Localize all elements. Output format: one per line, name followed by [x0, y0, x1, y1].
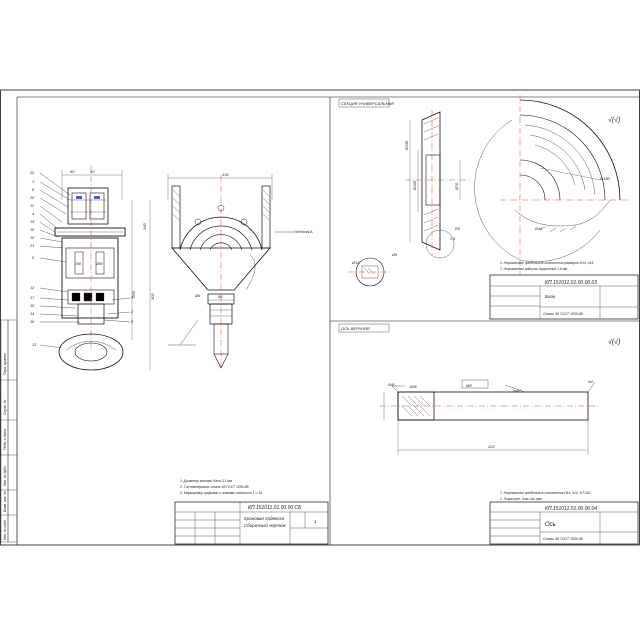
dim-label: 302: [150, 293, 155, 300]
assembly-side-view: 130 95 Ø6 Sectional A: [167, 172, 313, 370]
margin-label: Справ. №: [3, 399, 7, 415]
dim-label: Ø6: [391, 253, 398, 257]
margin-label: Подп. и дата: [3, 429, 7, 450]
dim-label: 140: [142, 223, 147, 230]
dim-label: Ø6: [194, 293, 201, 298]
balloon-number: 12: [30, 286, 35, 290]
balloon-number: 16: [30, 320, 35, 324]
dim-label: 40: [90, 169, 95, 174]
dim-label: 1х45°: [512, 389, 522, 393]
note-line: 2. Покрытие: Хим.Окс.прм: [499, 497, 542, 501]
drawing-code: КП.151011.01.00.00.СБ: [248, 505, 302, 511]
drawing-material: Сталь 45 ГОСТ 1050-88: [543, 312, 583, 316]
dim-label: Ø150: [405, 140, 409, 151]
balloon-number: 21: [29, 244, 34, 248]
margin-stamp: Перв. примен. Справ. № Подп. и дата Инв.…: [0, 319, 18, 543]
axle-drawing: ОСЬ ВЕРХНЯЯ √(√) Ø40 Ø45 M8 1х45° Ø4 222…: [338, 323, 639, 545]
drawing-code: КП.151011.01.00.00.03: [545, 280, 597, 286]
balloon-number: 13: [32, 343, 37, 347]
dim-label: Ø180: [599, 176, 611, 181]
drawing-material: Сталь 45 ГОСТ 1050-88: [543, 537, 583, 541]
balloon-number: 5: [32, 256, 35, 260]
dim-label: Ø45: [409, 385, 417, 389]
outer-frame: [0, 89, 640, 546]
dim-label: R5: [455, 227, 461, 231]
balloon-number: 11: [30, 204, 34, 208]
note-line: 2. Неуказанные радиусы скруглений 1,6 мм: [499, 267, 568, 271]
note-line: 1. Диаметр головки бала 3,1 мм: [180, 479, 233, 483]
margin-label: Взам. инв. №: [3, 491, 7, 512]
drawing-code: КП.151011.01.00.00.04: [545, 506, 597, 512]
dim-label: Ø40: [387, 383, 395, 387]
drawing-title: Ось: [545, 522, 556, 528]
balloon-number: 14: [30, 312, 34, 316]
roughness-symbol: √(√): [608, 116, 620, 124]
dim-label: 95: [218, 294, 223, 299]
margin-label: Перв. примен.: [3, 352, 7, 375]
pulley-drawing: СЕКЦИЯ УНИВЕРСАЛЬНАЯ √(√) Ø150 Ø100 Ø70 …: [338, 95, 639, 320]
note-line: 1. Неуказанные предельные отклонения раз…: [500, 261, 594, 265]
dim-label: 208: [74, 262, 81, 266]
dim-label: Ø90: [95, 262, 103, 266]
section-callout: Sectional A: [295, 230, 313, 234]
balloon-number: 19: [30, 220, 35, 224]
left-technical-notes: 1. Диаметр головки бала 3,1 мм 2. Тип ма…: [179, 479, 262, 495]
margin-label: Инв. № подл.: [3, 519, 7, 540]
dim-label: M8: [466, 383, 472, 388]
drawing-title: Крановая подвеска: [244, 516, 285, 521]
balloon-number: 4: [32, 212, 34, 216]
title-block-left: КП.151011.01.00.00.СБ Крановая подвеска …: [174, 501, 329, 545]
dim-label: Ø40: [534, 227, 543, 231]
assembly-front-view: 60 40 208 Ø90 205 140: [29, 165, 155, 371]
balloon-number: 3: [131, 296, 134, 300]
sheet-count: 1: [314, 519, 317, 524]
roughness-symbol: √(√): [608, 338, 620, 346]
balloon-number: 17: [30, 296, 35, 300]
balloon-leaders: [39, 172, 131, 349]
balloon-number: 2: [130, 310, 134, 314]
balloon-number: 20: [29, 196, 35, 200]
note-line: 1. Неуказанные предельные отклонения H14…: [500, 491, 591, 495]
dim-label: 205: [131, 291, 136, 299]
margin-label: Инв. № дубл.: [3, 465, 7, 486]
balloon-number: 8: [32, 188, 35, 192]
dim-label: Ø100: [413, 180, 417, 191]
balloon-number: 18: [30, 228, 35, 232]
dim-label: 130: [222, 172, 229, 177]
note-line: 3. Маркировку цифрами и знаками наносить…: [180, 491, 262, 495]
dim-label: Ø12: [351, 261, 360, 265]
dim-label: Ø70: [455, 182, 459, 191]
balloon-number: 22: [29, 171, 35, 175]
drawing-title: Блок: [545, 294, 556, 299]
dim-label: Ø4: [587, 380, 593, 384]
dim-label: 222: [487, 444, 495, 449]
balloon-number: 15: [30, 304, 35, 308]
view-header: СЕКЦИЯ УНИВЕРСАЛЬНАЯ: [341, 101, 394, 106]
balloon-number: 1: [32, 180, 34, 184]
view-header: ОСЬ ВЕРХНЯЯ: [341, 326, 370, 331]
balloon-number: 10: [30, 236, 35, 240]
dim-label: 60: [70, 169, 75, 174]
drawing-subtitle: Сборочный чертеж: [244, 522, 286, 528]
note-line: 2. Тип материала: сталь 45 ГОСТ 1050-88: [179, 485, 249, 489]
balloon-number: 9: [131, 320, 134, 324]
